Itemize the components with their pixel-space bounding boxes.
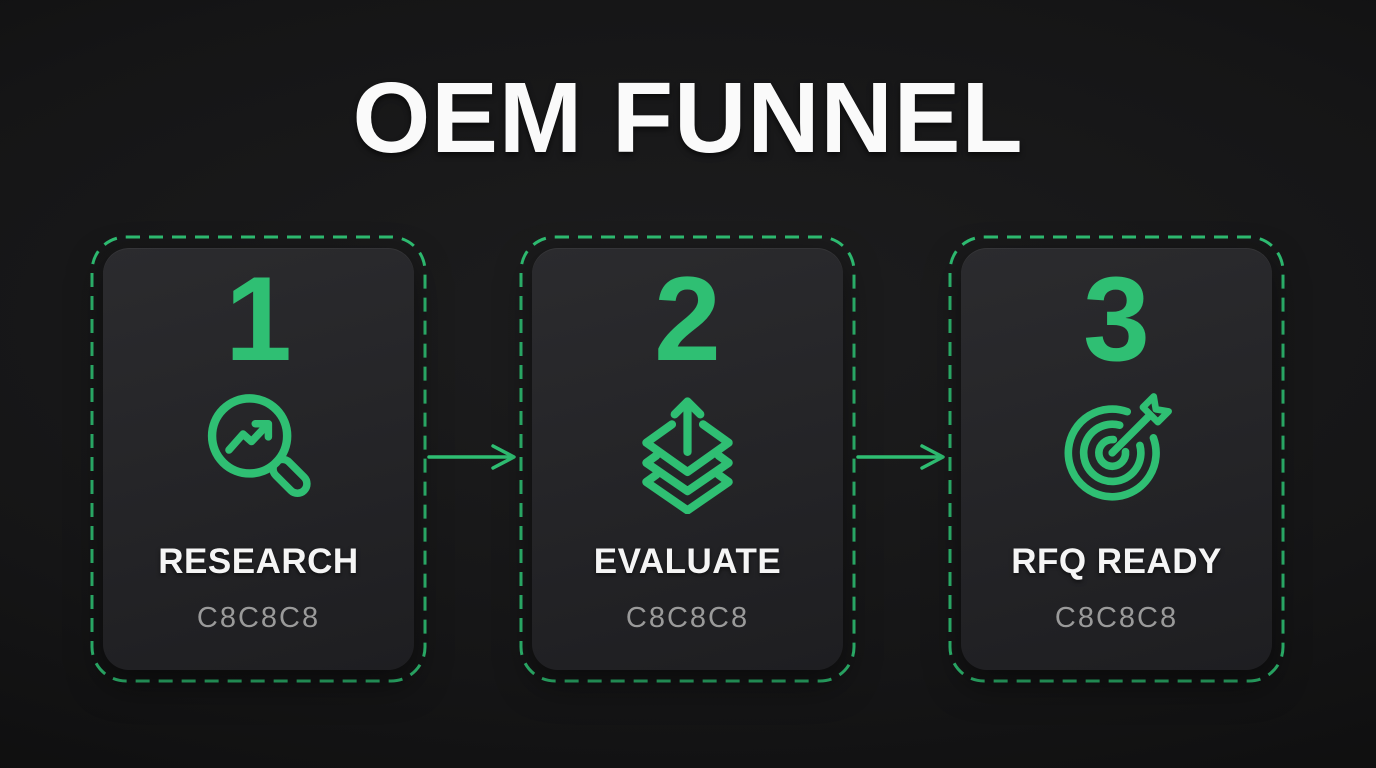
layers-up-icon — [628, 386, 747, 514]
magnifier-trend-icon — [198, 386, 320, 514]
flow-arrow-right-icon — [856, 235, 948, 683]
target-dart-icon — [1055, 386, 1179, 514]
step-number: 3 — [1083, 252, 1150, 386]
step-sublabel: C8C8C8 — [625, 602, 750, 634]
step-card-rfq-ready: 3 RFQ READY C8C8C8 — [948, 235, 1285, 683]
step-card-research: 1 RESEARCH C8C8C8 — [90, 235, 427, 683]
step-card-evaluate: 2 EVALUATE C8C8C8 — [519, 235, 856, 683]
step-label: RESEARCH — [158, 542, 359, 581]
step-number: 1 — [225, 252, 292, 386]
step-sublabel: C8C8C8 — [196, 602, 321, 634]
step-sublabel: C8C8C8 — [1054, 602, 1179, 634]
step-number: 2 — [654, 252, 721, 386]
page-title: OEM FUNNEL — [352, 62, 1024, 174]
step-label: EVALUATE — [593, 542, 782, 581]
step-label: RFQ READY — [1011, 542, 1222, 581]
flow-arrow-right-icon — [427, 235, 519, 683]
funnel-steps-row: 1 RESEARCH C8C8C8 — [90, 235, 1285, 683]
